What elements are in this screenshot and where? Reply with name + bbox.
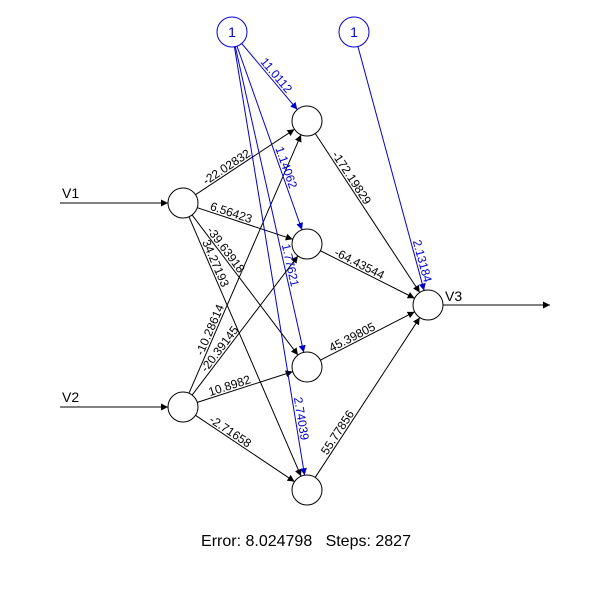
edge-h2-out xyxy=(320,250,415,299)
weight-label-in1-h1: -22.02832 xyxy=(200,146,253,188)
edge-in2-h4 xyxy=(195,414,295,483)
edge-in1-h4 xyxy=(188,216,302,477)
bias-node-b1 xyxy=(216,16,248,48)
weight-label-b2-out: 2.13184 xyxy=(410,238,435,284)
weight-label-h3-out: 45.39805 xyxy=(327,319,378,354)
hidden-node-h1 xyxy=(291,105,323,137)
input-label-in2: V2 xyxy=(62,389,79,405)
edge-in2-h1 xyxy=(188,134,302,394)
error-label: Error: xyxy=(201,533,242,550)
edge-h3-out xyxy=(320,311,415,361)
input-node-in1 xyxy=(167,187,199,219)
error-value: 8.024798 xyxy=(245,533,313,550)
edge-h4-out xyxy=(314,317,421,478)
weight-labels: -22.028326.56423-39.6391834.27193-10.286… xyxy=(62,55,462,457)
bias-node-b2 xyxy=(338,16,370,48)
training-summary: Error: 8.024798 Steps: 2827 xyxy=(0,533,612,551)
weight-label-in2-h4: -2.71658 xyxy=(207,412,254,450)
edge-b1-h4 xyxy=(233,46,307,476)
edge-h1-out xyxy=(314,133,421,293)
edge-b1-h1 xyxy=(241,43,298,110)
edge-b2-out xyxy=(357,46,426,291)
weight-label-h2-out: -64.43544 xyxy=(332,245,387,282)
output-label: V3 xyxy=(445,288,462,304)
edge-in2-h2 xyxy=(191,255,299,396)
weight-label-b1-h2: 1.14062 xyxy=(272,145,300,191)
weight-label-b1-h4: 2.74039 xyxy=(291,396,312,441)
weight-label-h1-out: -172.19829 xyxy=(329,149,374,208)
input-label-in1: V1 xyxy=(62,185,79,201)
weight-label-h4-out: 55.77856 xyxy=(318,407,357,457)
connections xyxy=(60,43,550,483)
steps-label: Steps: xyxy=(325,533,371,550)
hidden-node-h3 xyxy=(291,351,323,383)
bias-label-b2: 1 xyxy=(350,24,358,40)
hidden-node-h4 xyxy=(291,474,323,506)
hidden-node-h2 xyxy=(291,228,323,260)
bias-label-b1: 1 xyxy=(228,24,236,40)
steps-value: 2827 xyxy=(375,533,411,550)
edge-in1-h1 xyxy=(195,128,295,196)
weight-label-in1-h2: 6.56423 xyxy=(208,199,254,226)
weight-label-in2-h3: 10.8982 xyxy=(207,372,253,399)
edge-in1-h3 xyxy=(191,214,299,356)
output-node xyxy=(412,289,444,321)
edge-b1-h3 xyxy=(234,46,306,353)
edge-in2-h3 xyxy=(197,370,293,403)
input-node-in2 xyxy=(167,391,199,423)
weight-label-b1-h1: 11.0112 xyxy=(258,55,296,96)
edge-b1-h2 xyxy=(236,45,303,231)
